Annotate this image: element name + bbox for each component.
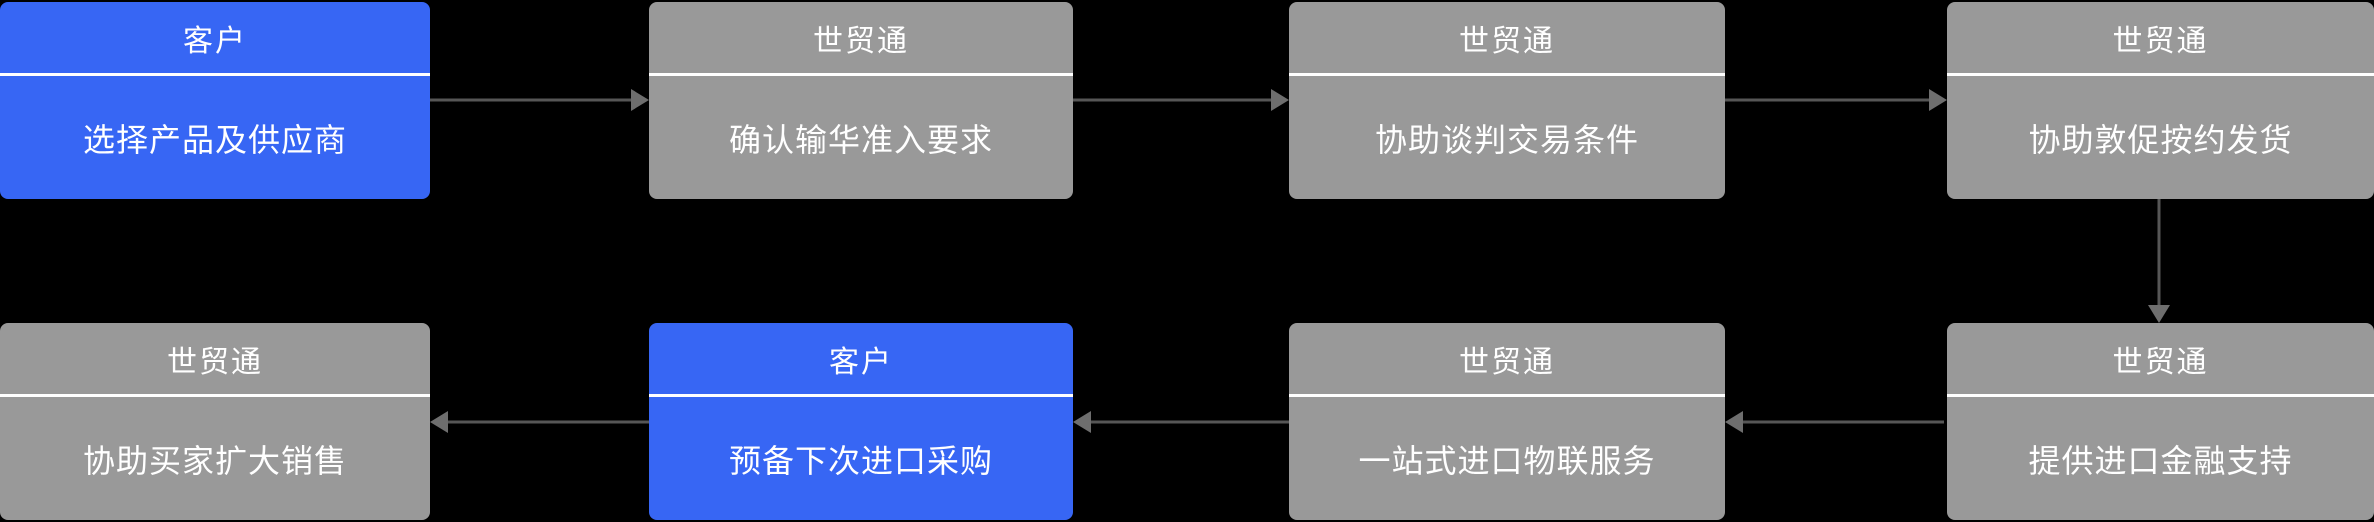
node-step-label: 一站式进口物联服务 xyxy=(1358,442,1656,479)
node-select-product: 客户 选择产品及供应商 xyxy=(0,2,430,199)
node-finance-support: 世贸通 提供进口金融支持 xyxy=(1947,323,2374,520)
node-step-label: 提供进口金融支持 xyxy=(2028,442,2293,479)
node-next-purchase: 客户 预备下次进口采购 xyxy=(649,323,1073,520)
node-role-label: 世贸通 xyxy=(167,345,263,379)
node-divider xyxy=(649,73,1073,76)
node-role-label: 客户 xyxy=(829,345,893,379)
node-role-label: 世贸通 xyxy=(2112,24,2209,58)
node-role-label: 世贸通 xyxy=(813,24,909,58)
node-one-stop-logistics: 世贸通 一站式进口物联服务 xyxy=(1289,323,1725,520)
node-role-label: 世贸通 xyxy=(2112,345,2209,379)
node-step-label: 协助买家扩大销售 xyxy=(82,442,347,479)
node-role-label: 世贸通 xyxy=(1459,24,1555,58)
arrow-right-3 xyxy=(1725,89,1947,111)
node-divider xyxy=(0,394,430,397)
node-role-label: 世贸通 xyxy=(1459,345,1555,379)
node-expand-sales: 世贸通 协助买家扩大销售 xyxy=(0,323,430,520)
arrow-left-1 xyxy=(1725,411,1944,433)
node-divider xyxy=(1947,394,2374,397)
node-step-label: 预备下次进口采购 xyxy=(728,442,993,479)
node-step-label: 协助敦促按约发货 xyxy=(2028,121,2293,158)
node-step-label: 选择产品及供应商 xyxy=(82,121,347,158)
arrow-left-2 xyxy=(1073,411,1289,433)
node-confirm-access: 世贸通 确认输华准入要求 xyxy=(649,2,1073,199)
node-role-label: 客户 xyxy=(183,24,247,58)
node-step-label: 协助谈判交易条件 xyxy=(1374,121,1639,158)
node-divider xyxy=(1289,394,1725,397)
arrow-right-2 xyxy=(1073,89,1289,111)
node-negotiate-terms: 世贸通 协助谈判交易条件 xyxy=(1289,2,1725,199)
node-divider xyxy=(1947,73,2374,76)
node-divider xyxy=(1289,73,1725,76)
node-divider xyxy=(0,73,430,76)
node-divider xyxy=(649,394,1073,397)
node-urge-shipment: 世贸通 协助敦促按约发货 xyxy=(1947,2,2374,199)
node-step-label: 确认输华准入要求 xyxy=(728,121,993,158)
arrow-right-1 xyxy=(430,89,649,111)
arrow-down-1 xyxy=(2148,199,2170,323)
arrow-left-3 xyxy=(430,411,649,433)
